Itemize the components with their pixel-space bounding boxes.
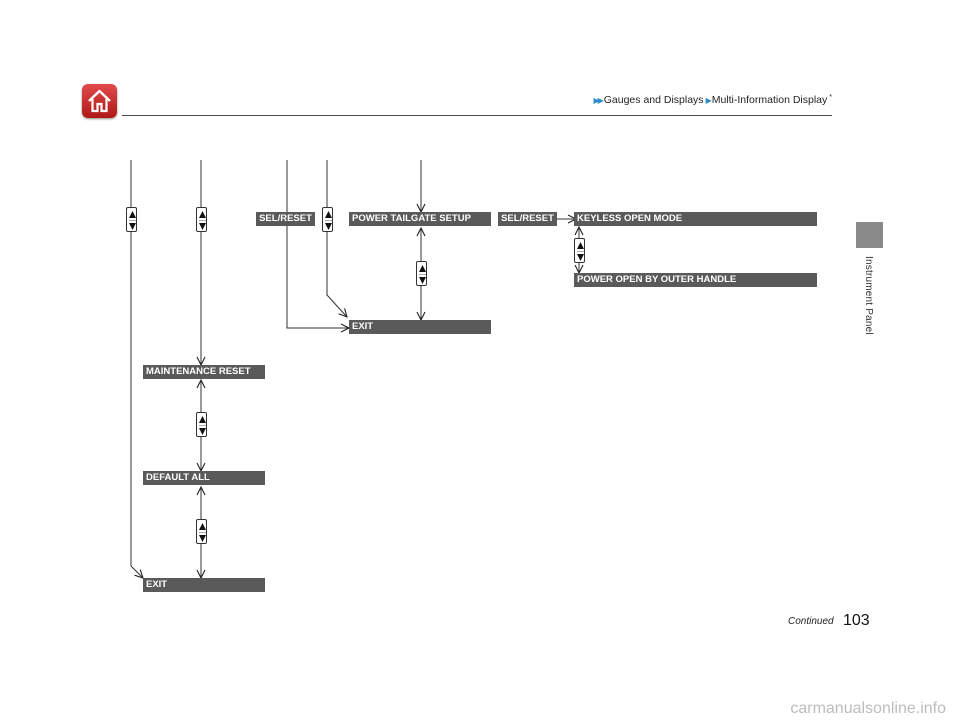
chevron-right-icon: ▶ (705, 95, 712, 105)
menu-item-exit[interactable]: EXIT (349, 320, 491, 334)
footnote-marker: * (829, 93, 832, 101)
section-label: Instrument Panel (863, 256, 874, 335)
home-icon (88, 89, 111, 113)
menu-item-power-open-by-outer-handle[interactable]: POWER OPEN BY OUTER HANDLE (574, 273, 817, 287)
breadcrumb-item[interactable]: Multi-Information Display (711, 94, 828, 106)
up-down-arrows-icon[interactable] (574, 238, 585, 263)
home-button[interactable] (82, 84, 117, 118)
sel-reset-button[interactable]: SEL/RESET (256, 212, 315, 226)
continued-label: Continued (788, 616, 834, 627)
chevron-right-icon: ▶▶ (593, 95, 603, 105)
breadcrumb-item[interactable]: Gauges and Displays (603, 94, 704, 106)
menu-item-default-all[interactable]: DEFAULT ALL (143, 471, 265, 485)
menu-item-keyless-open-mode[interactable]: KEYLESS OPEN MODE (574, 212, 817, 226)
menu-item-power-tailgate-setup[interactable]: POWER TAILGATE SETUP (349, 212, 491, 226)
page-number: 103 (843, 612, 870, 629)
up-down-arrows-icon[interactable] (416, 261, 427, 286)
section-tab[interactable] (856, 222, 883, 248)
watermark: carmanualsonline.info (790, 700, 946, 717)
up-down-arrows-icon[interactable] (196, 412, 207, 437)
breadcrumb: ▶▶ Gauges and Displays ▶ Multi-Informati… (593, 93, 832, 107)
menu-item-maintenance-reset[interactable]: MAINTENANCE RESET (143, 365, 265, 379)
menu-item-exit[interactable]: EXIT (143, 578, 265, 592)
up-down-arrows-icon[interactable] (126, 207, 137, 232)
up-down-arrows-icon[interactable] (196, 519, 207, 544)
up-down-arrows-icon[interactable] (322, 207, 333, 232)
up-down-arrows-icon[interactable] (196, 207, 207, 232)
sel-reset-button[interactable]: SEL/RESET (498, 212, 557, 226)
header-rule (122, 115, 832, 116)
